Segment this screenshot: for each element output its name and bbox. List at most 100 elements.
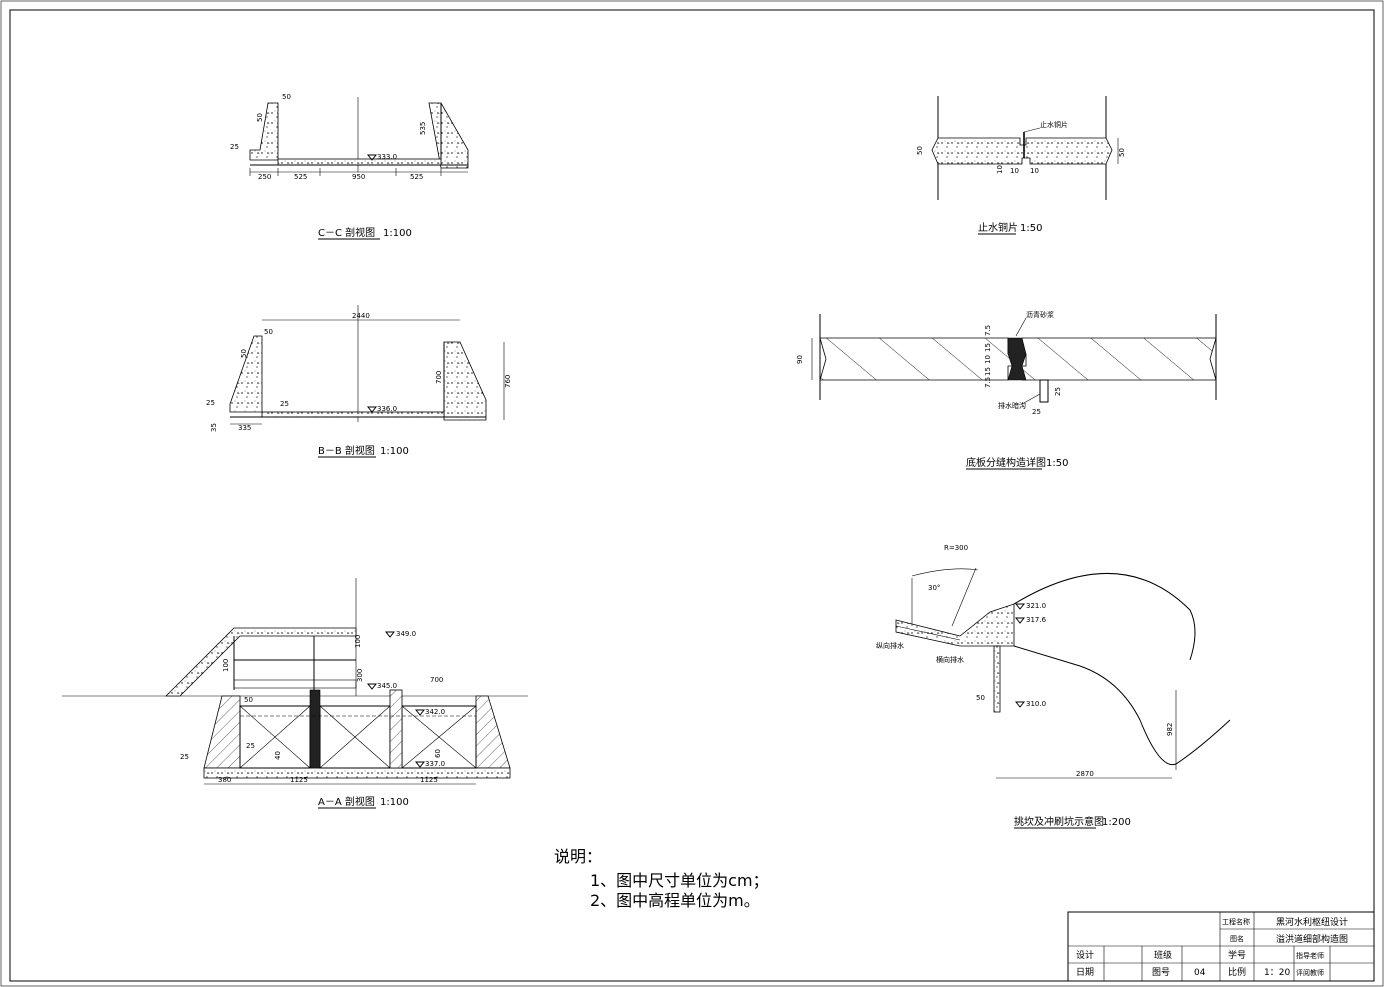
title-block: 工程名称 黑河水利枢纽设计 图名 溢洪道细部构造图 设计 班级 学号 指导老师 … [1067,911,1375,982]
notes: 说明： 1、图中尺寸单位为cm； 2、图中高程单位为m。 [554,847,769,910]
joint-dim-0: 90 [796,355,804,364]
joint-dim-7: 25 [1032,408,1041,416]
joint-dim-3: 10 [984,355,992,364]
joint-dim-2: 15 [984,343,992,352]
tb-sheet-no: 04 [1194,968,1206,978]
bb-scale: 1:100 [380,446,409,457]
aa-elev-3: 337.0 [425,760,445,768]
tb-drawing-value: 溢洪道细部构造图 [1276,933,1348,945]
cc-elev: 333.0 [377,153,397,161]
bb-dim-4: 25 [280,400,289,408]
aa-dim-2: 700 [430,676,443,684]
cc-dim-2: 25 [230,143,239,151]
ski-elev-1: 317.6 [1026,616,1047,624]
aa-dim-4: 25 [180,753,189,761]
cc-dim-1: 50 [256,113,264,122]
tb-scale-value: 1：20 [1264,968,1290,978]
aa-elev-0: 349.0 [396,630,416,638]
joint-scale: 1:50 [1046,458,1068,469]
ski-scale: 1:200 [1102,817,1131,828]
ski-elev-2: 310.0 [1026,700,1046,708]
aa-elev-2: 342.0 [425,708,445,716]
aa-scale: 1:100 [380,797,409,808]
wp-caption: 止水铜片 [978,221,1018,234]
ski-radius: R=300 [944,544,968,552]
tb-student-no: 学号 [1228,949,1246,961]
aa-caption: A－A 剖视图 [318,795,375,808]
notes-item-0: 1、图中尺寸单位为cm； [590,871,769,890]
tb-project-value: 黑河水利枢纽设计 [1276,916,1348,928]
bb-dim-8: 760 [504,375,512,388]
tb-drawing-label: 图名 [1230,934,1244,943]
bb-dim-2: 50 [240,349,248,358]
tb-project-label: 工程名称 [1222,917,1250,926]
cc-dim-7: 535 [419,122,427,135]
notes-title: 说明： [554,847,602,866]
aa-dim-11: 100 [222,659,230,672]
bb-dim-3: 25 [206,399,215,407]
section-aa: 100 300 700 50 25 25 40 60 380 1125 1125… [62,578,528,809]
ski-elev-0: 321.0 [1026,602,1046,610]
ski-dim-0: 50 [976,694,985,702]
cc-dim-5: 950 [352,173,365,181]
cc-dim-0: 50 [282,93,291,101]
notes-item-1: 2、图中高程单位为m。 [590,891,760,910]
aa-dim-3: 50 [244,696,253,704]
wp-dim-1: 50 [1118,148,1126,157]
ski-dim-1: 982 [1166,723,1174,736]
joint-dim-6: 25 [1054,387,1062,396]
bb-dim-0: 2440 [352,312,370,320]
section-bb: 2440 50 50 25 25 35 335 700 760 336.0 B－… [206,305,512,458]
bb-dim-6: 335 [238,424,251,432]
section-waterstop: 止水铜片 50 50 10 10 10 止水铜片 1:50 [916,96,1126,235]
bb-dim-1: 50 [264,328,273,336]
ski-label-0: 纵向排水 [876,641,904,650]
cc-dim-4: 525 [294,173,307,181]
aa-elev-1: 345.0 [377,682,397,690]
ski-label-1: 横向排水 [936,655,964,664]
aa-dim-8: 380 [218,776,231,784]
aa-dim-6: 40 [274,751,282,760]
section-skijump: R=300 30° 纵向排水 横向排水 321.0 317.6 310.0 50… [876,544,1231,829]
cc-caption: C－C 剖视图 [318,226,375,239]
ski-dim-2: 2870 [1076,770,1094,778]
joint-dim-4: 15 [984,367,992,376]
tb-class: 班级 [1154,949,1172,961]
tb-advisor: 指导老师 [1296,951,1324,960]
aa-dim-9: 1125 [290,776,308,784]
tb-sheet-no-label: 图号 [1152,967,1170,978]
wp-dim-0: 50 [916,146,924,155]
aa-dim-0: 100 [354,635,362,648]
cc-dim-6: 525 [410,173,423,181]
bb-caption: B－B 剖视图 [318,444,375,457]
wp-scale: 1:50 [1020,223,1042,234]
wp-dim-4: 10 [1030,167,1039,175]
wp-dim-2: 10 [996,165,1004,174]
aa-dim-5: 25 [246,742,255,750]
tb-reviewer: 评阅教师 [1296,968,1324,977]
cc-scale: 1:100 [383,228,412,239]
aa-dim-1: 300 [356,669,364,682]
tb-date: 日期 [1076,967,1094,978]
wp-label: 止水铜片 [1040,120,1068,129]
aa-dim-10: 1125 [420,776,438,784]
wp-dim-3: 10 [1010,167,1019,175]
joint-dim-1: 7.5 [984,325,992,336]
section-cc: 50 50 25 250 525 950 525 535 333.0 C－C 剖… [230,93,469,240]
bb-dim-5: 35 [210,423,218,432]
joint-caption: 底板分缝构造详图 [966,456,1046,469]
tb-design: 设计 [1076,949,1094,961]
section-joint: 沥青砂浆 排水暗沟 90 7.5 15 10 15 7.5 25 25 底板分缝… [796,310,1217,470]
joint-dim-5: 7.5 [984,377,992,388]
joint-label-bottom: 排水暗沟 [998,401,1026,410]
bb-elev: 336.0 [377,405,397,413]
ski-caption: 挑坎及冲刷坑示意图 [1014,815,1104,828]
tb-scale-label: 比例 [1228,966,1246,978]
sheet-border-inner [9,9,1375,982]
joint-label-top: 沥青砂浆 [1026,310,1054,319]
bb-dim-7: 700 [435,371,443,384]
aa-dim-7: 60 [434,749,442,758]
cc-dim-3: 250 [258,173,271,181]
